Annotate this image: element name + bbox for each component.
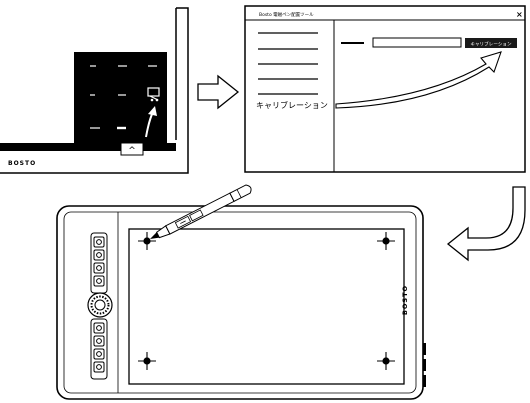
stylus-pen-icon [150,184,252,239]
crosshair-target-icon[interactable] [138,352,156,370]
taskbar [0,143,176,151]
express-key[interactable] [93,335,105,347]
express-key[interactable] [93,275,105,287]
side-button-2[interactable] [423,359,426,371]
express-key[interactable] [93,348,105,360]
tray-icon-placeholders [90,65,157,130]
window-title: Bosto 電磁ペン配置ツール [259,11,314,18]
express-key[interactable] [93,262,105,274]
tablet-brand-label: BOSTO [401,285,409,315]
tray-expand-button[interactable] [120,142,144,156]
side-buttons [423,343,426,387]
pen-display-tablet: BOSTO [56,184,426,400]
tool-window-frame [244,5,526,173]
system-tray-popup [74,52,167,145]
crosshair-target-icon[interactable] [377,352,395,370]
express-keys-top [93,236,105,287]
hollow-arrow-right-icon [197,74,240,110]
tablet-bezel [63,211,417,394]
express-keys-bottom [93,322,105,373]
desktop-screen-frame [0,7,189,174]
side-button-1[interactable] [423,343,426,355]
active-display-area[interactable] [128,228,405,385]
curved-up-arrow-icon [145,106,157,138]
side-button-3[interactable] [423,375,426,387]
rotary-dial-icon[interactable] [87,292,113,318]
express-key[interactable] [93,236,105,248]
sweep-arrow-icon [335,51,502,109]
hollow-curved-arrow-icon [446,186,526,262]
desktop-screen-panel: BOSTO ^ [0,7,189,174]
crosshair-target-icon[interactable] [138,232,156,250]
express-key[interactable] [93,322,105,334]
calibration-button[interactable] [465,38,517,48]
tablet-tray-icon[interactable] [147,87,160,102]
taskbar-brand-label: BOSTO [8,160,36,167]
sidebar-menu [258,32,318,95]
sidebar-item-calibration[interactable]: キャリブレーション [256,100,328,110]
tray-expand-glyph: ^ [128,146,136,156]
crosshair-target-icon[interactable] [377,232,395,250]
close-button[interactable]: × [516,10,523,19]
calibration-button-label: キャリブレーション [470,41,512,48]
express-key[interactable] [93,361,105,373]
express-key[interactable] [93,249,105,261]
calibration-input-field[interactable] [372,37,462,48]
calibration-tool-window: Bosto 電磁ペン配置ツール × キャリブレーション キャリブレーション [244,5,526,173]
